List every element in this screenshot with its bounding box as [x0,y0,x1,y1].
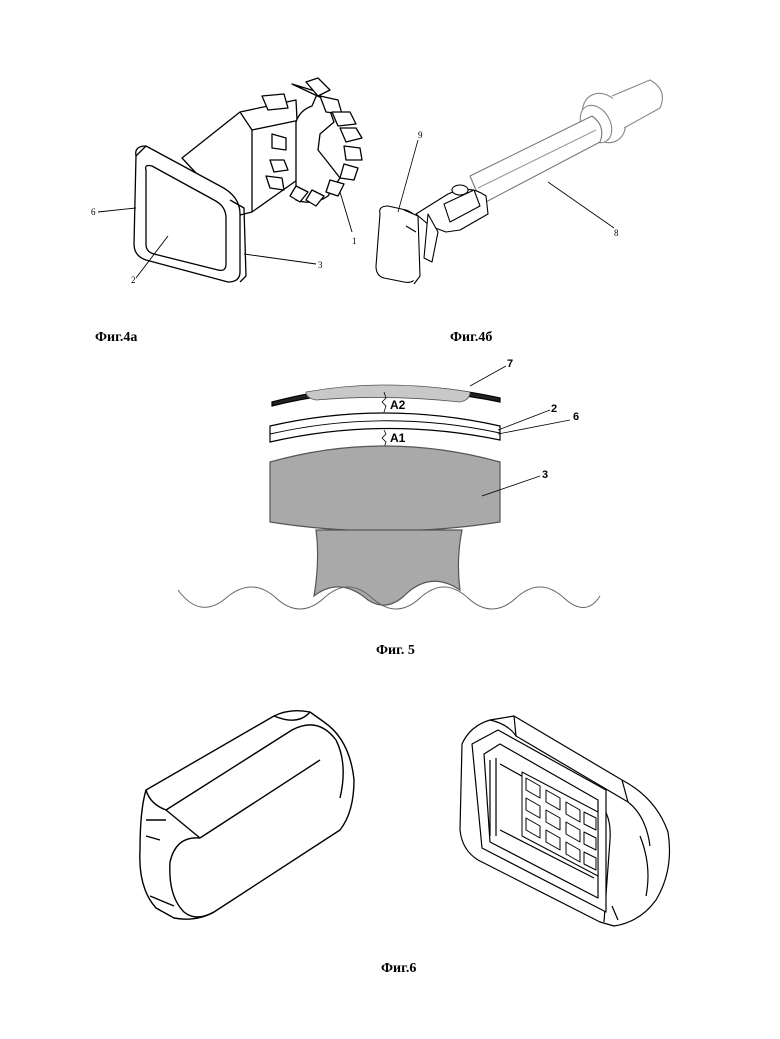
fig5-label-7: 7 [507,358,513,370]
fig4b-caption: Фиг.4б [450,330,492,345]
fig4a-caption: Фиг.4а [95,330,137,345]
fig5-label-6: 6 [573,411,579,423]
fig4a-label-2: 2 [131,275,136,285]
fig6-caption: Фиг.6 [381,961,416,976]
fig5-caption: Фиг. 5 [376,643,415,658]
fig5-label-2: 2 [551,403,557,415]
gear-part [262,78,362,206]
fig5-drawing [178,366,600,609]
fig4b-label-9: 9 [418,130,423,140]
block-3 [270,446,500,531]
fig4a-label-1: 1 [352,236,357,246]
fig6-pad-front [140,711,354,919]
fig5-label-3: 3 [542,469,548,481]
fig4a-label-6: 6 [91,207,96,217]
fig6-pad-back [460,716,670,1039]
fig4b-label-8: 8 [614,228,619,238]
fig4b-drawing [376,80,662,284]
fig4a-drawing [98,78,362,282]
gap-a1-label: A1 [390,431,406,445]
gap-a2-label: A2 [390,398,406,412]
stem [314,530,462,605]
fig4a-label-3: 3 [318,260,323,270]
